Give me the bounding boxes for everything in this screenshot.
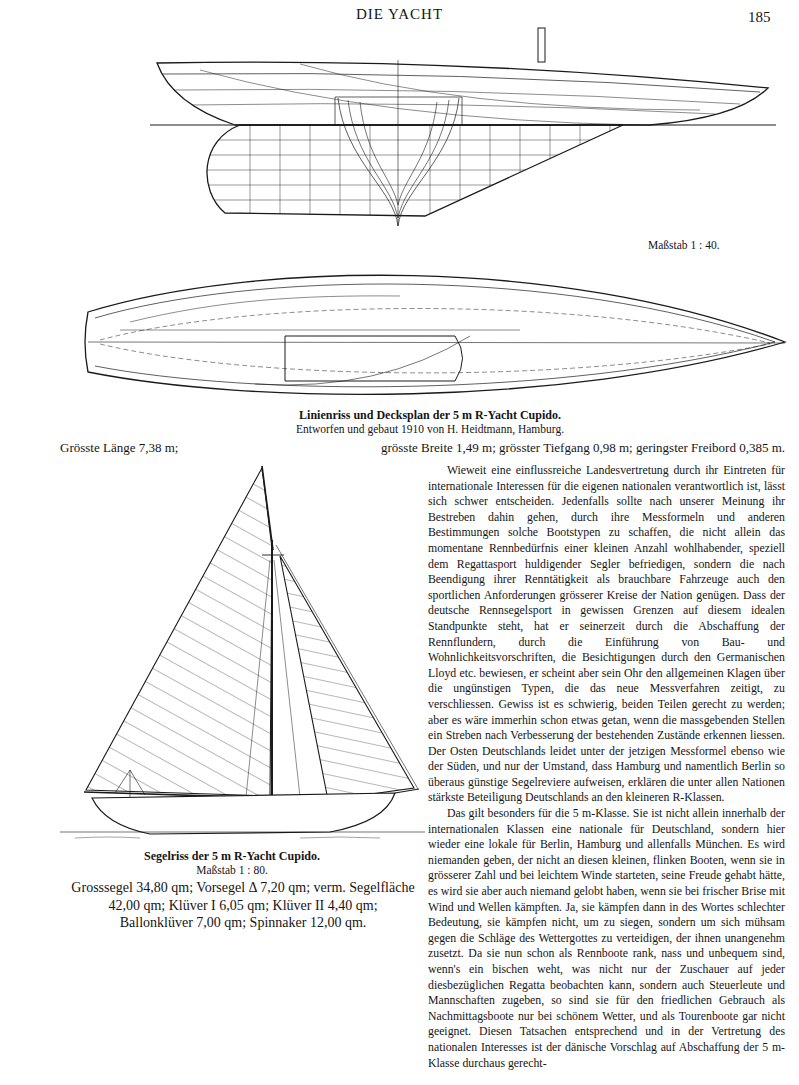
label-slot: Entworfen und gebaut 1910 von H. Heidtma… xyxy=(296,423,564,437)
dimension-text: grösste Breite 1,49 m; grösster Tiefgang… xyxy=(381,440,785,456)
label-slot: 185 xyxy=(748,8,771,26)
figure-caption: Linienriss und Decksplan der 5 m R-Yacht… xyxy=(299,408,561,422)
sail-area-list: Grosssegel 34,80 qm; Vorsegel Δ 7,20 qm;… xyxy=(71,879,416,932)
label-slot: Linienriss und Decksplan der 5 m R-Yacht… xyxy=(299,408,561,422)
label-slot: Grosssegel 34,80 qm; Vorsegel Δ 7,20 qm;… xyxy=(71,879,416,932)
dimension-text: Grösste Länge 7,38 m; xyxy=(60,440,178,456)
sail-plan xyxy=(60,466,425,838)
label-slot: Maßstab 1 : 40. xyxy=(648,239,720,253)
page-number: 185 xyxy=(748,8,771,26)
lines-plan xyxy=(150,28,776,226)
body-paragraph: Das gilt besonders für die 5 m-Klasse. S… xyxy=(428,806,785,1071)
caption-note: Entworfen und gebaut 1910 von H. Heidtma… xyxy=(296,423,564,437)
scale-note: Maßstab 1 : 40. xyxy=(648,239,720,253)
running-head-slot: DIE YACHT xyxy=(356,6,443,23)
label-slot: Maßstab 1 : 80. xyxy=(196,864,268,878)
running-head: DIE YACHT xyxy=(356,6,443,23)
label-slot: Grösste Länge 7,38 m; xyxy=(60,440,178,456)
label-slot: Segelriss der 5 m R-Yacht Cupido. xyxy=(144,849,320,863)
text-column: Wieweit eine einflussreiche Landesvertre… xyxy=(428,463,785,1071)
scale-note: Maßstab 1 : 80. xyxy=(196,864,268,878)
label-slot: grösste Breite 1,49 m; grösster Tiefgang… xyxy=(381,440,785,456)
body-paragraph: Wieweit eine einflussreiche Landesvertre… xyxy=(428,463,785,806)
deck-plan xyxy=(85,275,785,394)
figure-caption: Segelriss der 5 m R-Yacht Cupido. xyxy=(144,849,320,863)
